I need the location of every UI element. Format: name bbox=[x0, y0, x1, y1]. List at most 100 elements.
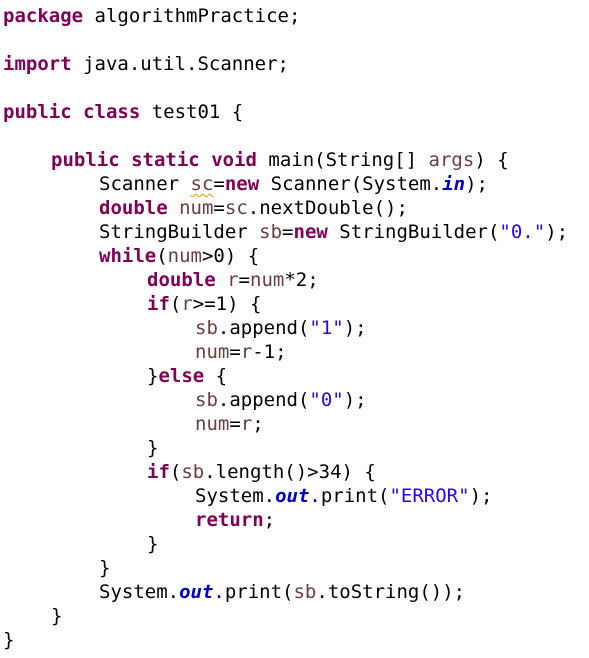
code-line[interactable]: sb.append("0"); bbox=[195, 388, 367, 412]
code-line[interactable]: System.out.print(sb.toString()); bbox=[99, 580, 465, 604]
code-line[interactable]: } bbox=[3, 628, 14, 652]
code-text bbox=[216, 269, 227, 291]
variable-token: r bbox=[227, 269, 239, 291]
code-line[interactable]: } bbox=[147, 436, 158, 460]
code-text: ) { bbox=[474, 149, 509, 171]
code-text: } bbox=[147, 533, 159, 555]
code-line[interactable]: sb.append("1"); bbox=[195, 316, 367, 340]
code-text: ; bbox=[263, 509, 276, 531]
code-text: } bbox=[99, 557, 111, 579]
code-text: ( bbox=[169, 461, 182, 483]
code-text: .append( bbox=[217, 389, 310, 411]
string-literal-token: "ERROR" bbox=[389, 485, 470, 507]
variable-token: sb bbox=[181, 461, 205, 483]
keyword-token: package bbox=[3, 5, 84, 27]
code-line[interactable]: if(r>=1) { bbox=[147, 292, 261, 316]
code-line[interactable]: StringBuilder sb=new StringBuilder("0.")… bbox=[99, 220, 568, 244]
variable-token: num bbox=[167, 245, 202, 267]
code-text: -1; bbox=[252, 341, 287, 363]
code-line[interactable]: import java.util.Scanner; bbox=[3, 52, 289, 76]
code-line[interactable]: num=r-1; bbox=[195, 340, 287, 364]
code-text: Scanner(System. bbox=[259, 173, 443, 195]
code-text: .append( bbox=[217, 317, 310, 339]
code-text: } bbox=[147, 365, 159, 387]
code-text: ; bbox=[252, 413, 264, 435]
variable-token: sb bbox=[259, 221, 283, 243]
code-line[interactable]: } bbox=[51, 604, 62, 628]
warning-underlined-token: sc bbox=[190, 173, 214, 195]
string-literal-token: "0." bbox=[499, 221, 546, 243]
code-text: { bbox=[204, 365, 228, 387]
variable-token: num bbox=[250, 269, 285, 291]
static-field-token: out bbox=[179, 581, 214, 603]
variable-token: num bbox=[179, 197, 214, 219]
string-literal-token: "1" bbox=[309, 317, 344, 339]
code-text: ); bbox=[545, 221, 569, 243]
keyword-token: import bbox=[3, 53, 72, 75]
code-text: ); bbox=[343, 317, 367, 339]
code-text: main(String[] bbox=[256, 149, 429, 171]
code-text: = bbox=[213, 197, 225, 219]
code-text: Scanner bbox=[99, 173, 191, 195]
keyword-token: void bbox=[211, 149, 257, 171]
code-text: } bbox=[147, 437, 159, 459]
code-line[interactable]: System.out.print("ERROR"); bbox=[195, 484, 492, 508]
code-text: .length()>34) { bbox=[204, 461, 376, 483]
code-text: test01 { bbox=[140, 101, 244, 123]
code-text: StringBuilder bbox=[99, 221, 260, 243]
code-line[interactable]: package algorithmPractice; bbox=[3, 4, 300, 28]
code-text: ); bbox=[469, 485, 493, 507]
code-line[interactable]: public class test01 { bbox=[3, 100, 243, 124]
code-text: .print( bbox=[213, 581, 294, 603]
variable-token: sb bbox=[293, 581, 317, 603]
variable-token: args bbox=[428, 149, 475, 171]
code-line[interactable]: num=r; bbox=[195, 412, 264, 436]
code-text: ); bbox=[465, 173, 488, 195]
code-line[interactable]: }else { bbox=[147, 364, 227, 388]
keyword-token: static bbox=[131, 149, 200, 171]
code-line[interactable]: public static void main(String[] args) { bbox=[51, 148, 509, 172]
keyword-token: double bbox=[147, 269, 216, 291]
code-text: ( bbox=[169, 293, 182, 315]
variable-token: num bbox=[195, 341, 230, 363]
keyword-token: if bbox=[147, 461, 170, 483]
code-text: StringBuilder( bbox=[327, 221, 500, 243]
keyword-token: else bbox=[158, 365, 205, 387]
keyword-token: class bbox=[83, 101, 141, 123]
code-text: .nextDouble(); bbox=[247, 197, 408, 219]
code-line[interactable]: return; bbox=[195, 508, 275, 532]
code-line[interactable]: Scanner sc=new Scanner(System.in); bbox=[99, 172, 488, 196]
code-text bbox=[120, 149, 131, 171]
static-field-token: out bbox=[275, 485, 310, 507]
static-field-token: in bbox=[442, 173, 466, 195]
code-line[interactable]: if(sb.length()>34) { bbox=[147, 460, 376, 484]
variable-token: r bbox=[181, 293, 193, 315]
code-text bbox=[72, 101, 83, 123]
keyword-token: new bbox=[224, 173, 260, 195]
variable-token: r bbox=[240, 413, 253, 435]
code-text: ); bbox=[343, 389, 367, 411]
code-text: >0) { bbox=[201, 245, 260, 267]
code-text: = bbox=[229, 341, 241, 363]
code-line[interactable]: } bbox=[99, 556, 110, 580]
variable-token: sb bbox=[195, 317, 218, 339]
code-line[interactable]: double num=sc.nextDouble(); bbox=[99, 196, 408, 220]
code-text: } bbox=[51, 605, 63, 627]
code-text: *2; bbox=[284, 269, 319, 291]
keyword-token: new bbox=[293, 221, 328, 243]
keyword-token: public bbox=[51, 149, 120, 171]
code-text: } bbox=[3, 629, 15, 651]
keyword-token: double bbox=[99, 197, 168, 219]
variable-token: num bbox=[195, 413, 230, 435]
code-text: System. bbox=[195, 485, 276, 507]
code-text: .toString()); bbox=[316, 581, 466, 603]
code-line[interactable]: double r=num*2; bbox=[147, 268, 319, 292]
code-text: = bbox=[213, 173, 225, 195]
code-line[interactable]: } bbox=[147, 532, 158, 556]
code-text: java.util.Scanner; bbox=[71, 53, 289, 75]
variable-token: r bbox=[240, 341, 253, 363]
code-line[interactable]: while(num>0) { bbox=[99, 244, 259, 268]
keyword-token: while bbox=[99, 245, 157, 267]
code-text: >=1) { bbox=[192, 293, 262, 315]
